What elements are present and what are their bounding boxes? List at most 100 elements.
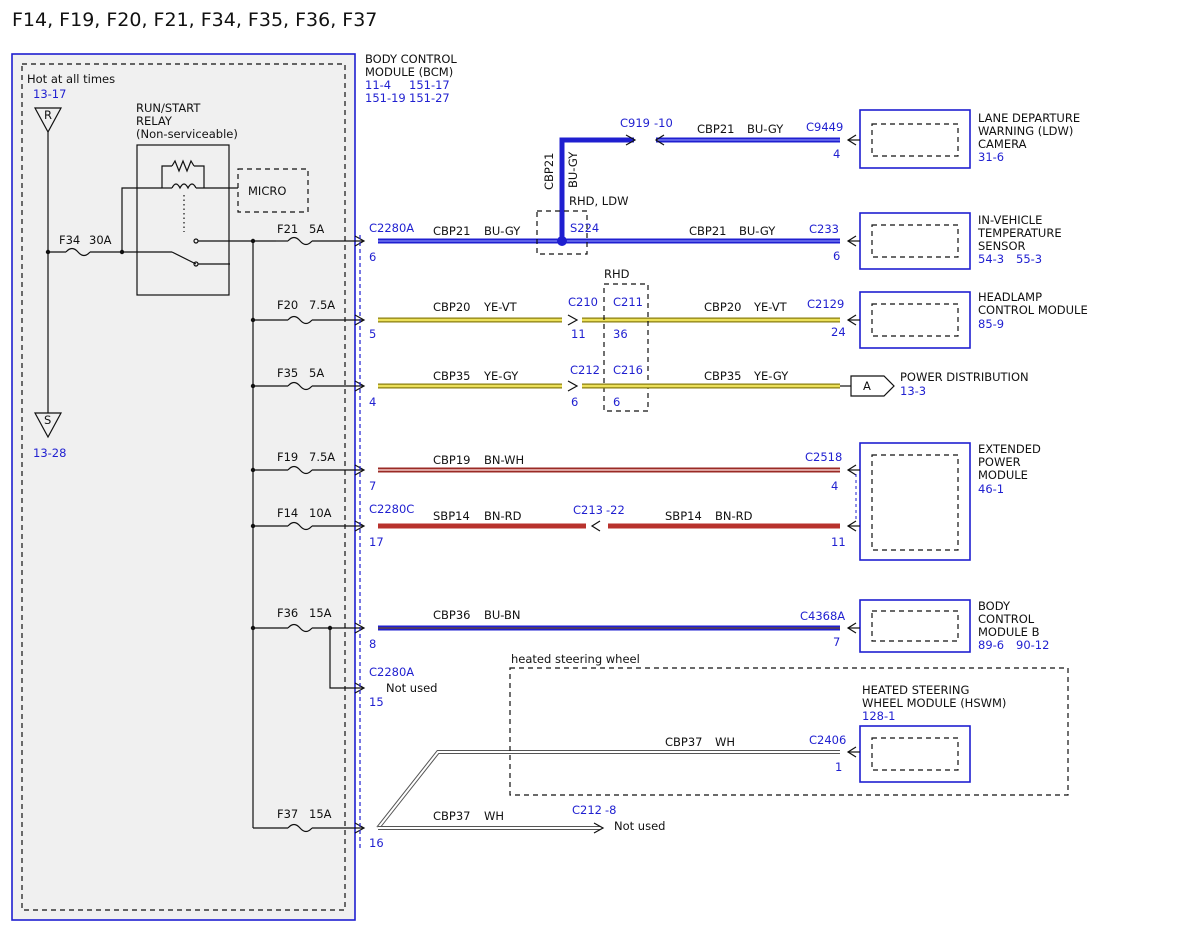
module-hswm-ref[interactable]: 128-1: [862, 709, 895, 723]
wire-code: CBP37: [665, 735, 703, 749]
wire-code-vertical: CBP21: [542, 153, 556, 191]
not-used-label: Not used: [614, 819, 665, 833]
module-headlamp-label-2: CONTROL MODULE: [978, 303, 1088, 317]
pin-number: 4: [833, 147, 840, 161]
bcm-label-1: BODY CONTROL: [365, 52, 457, 66]
connector-c2129[interactable]: C2129: [807, 297, 844, 311]
module-ldw-label-3: CAMERA: [978, 137, 1027, 151]
fuse-f21-amp: 5A: [309, 222, 324, 236]
module-temp-label-3: SENSOR: [978, 239, 1026, 253]
fuse-f21-label: F21: [277, 222, 298, 236]
fuse-f20-label: F20: [277, 298, 298, 312]
connector-c212[interactable]: C212: [570, 363, 600, 377]
splice-s224-label[interactable]: S224: [570, 221, 599, 235]
relay-resistor-icon: [171, 159, 195, 173]
fuse-f35-amp: 5A: [309, 366, 324, 380]
pin-number: 4: [369, 395, 376, 409]
fuse-f19-icon: [287, 465, 313, 475]
connector-c2518[interactable]: C2518: [805, 450, 842, 464]
pin-number: 11: [571, 327, 586, 341]
wire-code: CBP19: [433, 453, 471, 467]
pin-number: 1: [835, 760, 842, 774]
hot-ref-link[interactable]: 13-17: [33, 87, 66, 101]
wire-color: BU-GY: [739, 224, 776, 238]
pin-number: 5: [369, 327, 376, 341]
fuse-f14-label: F14: [277, 506, 298, 520]
fuse-row-f20: F20 7.5A: [250, 298, 366, 326]
module-temp-label-2: TEMPERATURE: [977, 226, 1062, 240]
wire-code: CBP35: [433, 369, 471, 383]
module-bcmb-ref[interactable]: 89-6: [978, 638, 1004, 652]
wire-code: CBP21: [689, 224, 727, 238]
connector-c216[interactable]: C216: [613, 363, 643, 377]
fuse-f20-amp: 7.5A: [309, 298, 335, 312]
module-extended-power[interactable]: [846, 442, 971, 561]
connector-c919[interactable]: C919: [620, 116, 650, 130]
connector-c211[interactable]: C211: [613, 295, 643, 309]
module-bcmb-ref[interactable]: 90-12: [1016, 638, 1049, 652]
module-temp-sensor[interactable]: [846, 212, 971, 270]
relay-switch-icon: [171, 251, 197, 265]
wire-color-vertical: BU-GY: [566, 151, 580, 188]
fuse-f37-icon: [287, 823, 313, 833]
connector-c212-pin: -8: [605, 803, 616, 817]
fuse-f36-icon: [287, 623, 313, 633]
module-bcm-b[interactable]: [846, 599, 971, 653]
pin-number: 6: [613, 395, 620, 409]
module-temp-ref[interactable]: 54-3: [978, 252, 1004, 266]
pin-number: 16: [369, 836, 384, 850]
module-epm-ref[interactable]: 46-1: [978, 482, 1004, 496]
connector-c2280a[interactable]: C2280A: [369, 221, 414, 235]
wire-cbp20: [378, 314, 840, 326]
connector-c213-pin: -22: [606, 503, 625, 517]
bcm-ref-link[interactable]: 151-19: [365, 91, 406, 105]
relay-label-1: RUN/START: [136, 101, 201, 115]
connector-c2280a[interactable]: C2280A: [369, 665, 414, 679]
wire-code: CBP36: [433, 608, 471, 622]
connector-c2406[interactable]: C2406: [809, 733, 846, 747]
bcm-ref-link[interactable]: 151-27: [409, 91, 450, 105]
s-ref-link[interactable]: 13-28: [33, 446, 66, 460]
module-ldw-ref[interactable]: 31-6: [978, 150, 1004, 164]
relay-coil-icon: [171, 183, 197, 190]
pin-number: 17: [369, 535, 384, 549]
fuse-f35-label: F35: [277, 366, 298, 380]
power-distribution-ref[interactable]: 13-3: [900, 384, 926, 398]
heated-steering-wheel-label: heated steering wheel: [511, 652, 640, 666]
pin-number: 4: [831, 479, 838, 493]
connector-c212[interactable]: C212: [572, 803, 602, 817]
micro-label: MICRO: [248, 184, 286, 198]
micro-box: [237, 168, 309, 213]
hot-at-all-times-label: Hot at all times: [27, 72, 115, 86]
connector-c233[interactable]: C233: [809, 222, 839, 236]
module-headlamp[interactable]: [846, 291, 971, 349]
wire-color: YE-GY: [753, 369, 789, 383]
connector-c4368a[interactable]: C4368A: [800, 609, 845, 623]
rhd-connector-box: [603, 283, 649, 412]
module-hswm[interactable]: [846, 725, 971, 783]
wire-color: BU-GY: [747, 122, 784, 136]
bcm-ref-link[interactable]: 11-4: [365, 78, 391, 92]
module-epm-label-2: POWER: [978, 455, 1021, 469]
splice-s224-box: [536, 210, 588, 255]
fuse-f37-amp: 15A: [309, 807, 332, 821]
module-headlamp-ref[interactable]: 85-9: [978, 317, 1004, 331]
connector-c2280c[interactable]: C2280C: [369, 502, 414, 516]
splice-s224-dot: [557, 236, 567, 246]
bcm-label-2: MODULE (BCM): [365, 65, 453, 79]
connector-c213[interactable]: C213: [573, 503, 603, 517]
wire-code: SBP14: [665, 509, 702, 523]
wire-color: YE-VT: [753, 300, 788, 314]
module-temp-ref[interactable]: 55-3: [1016, 252, 1042, 266]
module-ldw-label-1: LANE DEPARTURE: [978, 111, 1080, 125]
power-distribution-label: POWER DISTRIBUTION: [900, 370, 1029, 384]
relay-label-2: RELAY: [136, 114, 173, 128]
fuse-f34-icon: [65, 247, 91, 257]
bcm-ref-link[interactable]: 151-17: [409, 78, 450, 92]
offpage-connector-a[interactable]: [850, 375, 895, 397]
offpage-label-a: A: [863, 379, 871, 393]
pin-number: 11: [831, 535, 846, 549]
connector-c210[interactable]: C210: [568, 295, 598, 309]
connector-c9449[interactable]: C9449: [806, 120, 843, 134]
module-ldw-camera[interactable]: [846, 109, 971, 169]
